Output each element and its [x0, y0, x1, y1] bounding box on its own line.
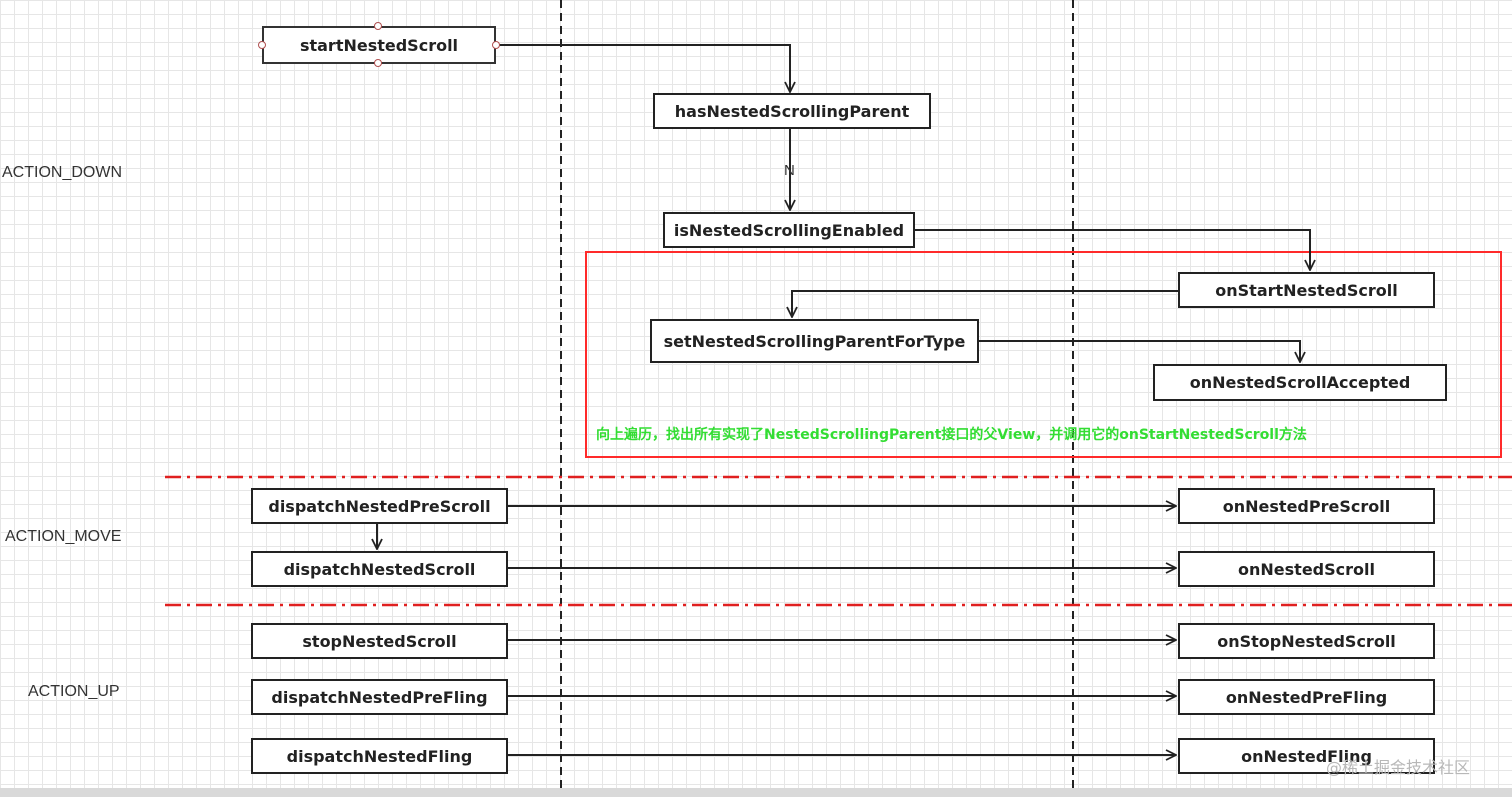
node-label: onNestedScrollAccepted: [1189, 373, 1411, 392]
bottom-scroll-bar: [0, 788, 1512, 797]
node-on-nested-pre-scroll[interactable]: onNestedPreScroll: [1178, 488, 1435, 524]
phase-label-down: ACTION_DOWN: [2, 164, 122, 181]
node-label: stopNestedScroll: [302, 631, 457, 651]
node-label: dispatchNestedPreScroll: [268, 496, 491, 516]
node-is-nested-scrolling-enabled[interactable]: isNestedScrollingEnabled: [663, 212, 915, 248]
node-on-nested-pre-fling[interactable]: onNestedPreFling: [1178, 679, 1435, 715]
node-dispatch-nested-fling[interactable]: dispatchNestedFling: [251, 738, 508, 774]
edge-onstart-to-setparent: [792, 290, 1178, 317]
node-label: onNestedPreFling: [1225, 687, 1388, 707]
site-watermark: @稀土掘金技术社区: [1326, 758, 1471, 777]
node-dispatch-nested-pre-fling[interactable]: dispatchNestedPreFling: [251, 679, 508, 715]
parent-search-note: 向上遍历，找出所有实现了NestedScrollingParent接口的父Vie…: [596, 427, 1307, 443]
node-label: onNestedPreScroll: [1222, 496, 1391, 516]
node-dispatch-nested-scroll[interactable]: dispatchNestedScroll: [251, 551, 508, 587]
node-label: setNestedScrollingParentForType: [663, 331, 966, 351]
node-label: hasNestedScrollingParent: [674, 101, 910, 121]
node-set-nested-scrolling-parent-for-type[interactable]: setNestedScrollingParentForType: [650, 319, 979, 363]
edge-enabled-to-onstart: [915, 229, 1310, 270]
node-on-nested-scroll-accepted[interactable]: onNestedScrollAccepted: [1153, 364, 1447, 401]
selection-handle-right[interactable]: [492, 41, 500, 49]
node-start-nested-scroll[interactable]: startNestedScroll: [262, 26, 496, 64]
node-stop-nested-scroll[interactable]: stopNestedScroll: [251, 623, 508, 659]
node-label: onStopNestedScroll: [1217, 631, 1396, 651]
phase-label-up: ACTION_UP: [28, 683, 120, 700]
phase-label-move: ACTION_MOVE: [5, 528, 122, 545]
selection-handle-left[interactable]: [258, 41, 266, 49]
node-label: startNestedScroll: [299, 35, 459, 55]
edge-start-to-has: [496, 44, 790, 92]
node-label: dispatchNestedPreFling: [271, 687, 488, 707]
selection-handle-top[interactable]: [374, 22, 382, 30]
node-label: dispatchNestedFling: [286, 746, 473, 766]
node-on-nested-scroll[interactable]: onNestedScroll: [1178, 551, 1435, 587]
node-on-stop-nested-scroll[interactable]: onStopNestedScroll: [1178, 623, 1435, 659]
node-label: onNestedScroll: [1238, 559, 1375, 579]
edge-label-no: N: [784, 162, 795, 179]
node-label: onNestedFling: [1241, 746, 1372, 766]
node-dispatch-nested-pre-scroll[interactable]: dispatchNestedPreScroll: [251, 488, 508, 524]
node-has-nested-scrolling-parent[interactable]: hasNestedScrollingParent: [653, 93, 931, 129]
edge-setparent-to-accepted: [979, 340, 1300, 362]
node-label: dispatchNestedScroll: [283, 559, 476, 579]
node-label: isNestedScrollingEnabled: [673, 220, 905, 240]
selection-handle-bottom[interactable]: [374, 59, 382, 67]
node-on-nested-fling[interactable]: onNestedFling: [1178, 738, 1435, 774]
node-on-start-nested-scroll[interactable]: onStartNestedScroll: [1178, 272, 1435, 308]
node-label: onStartNestedScroll: [1215, 280, 1398, 300]
